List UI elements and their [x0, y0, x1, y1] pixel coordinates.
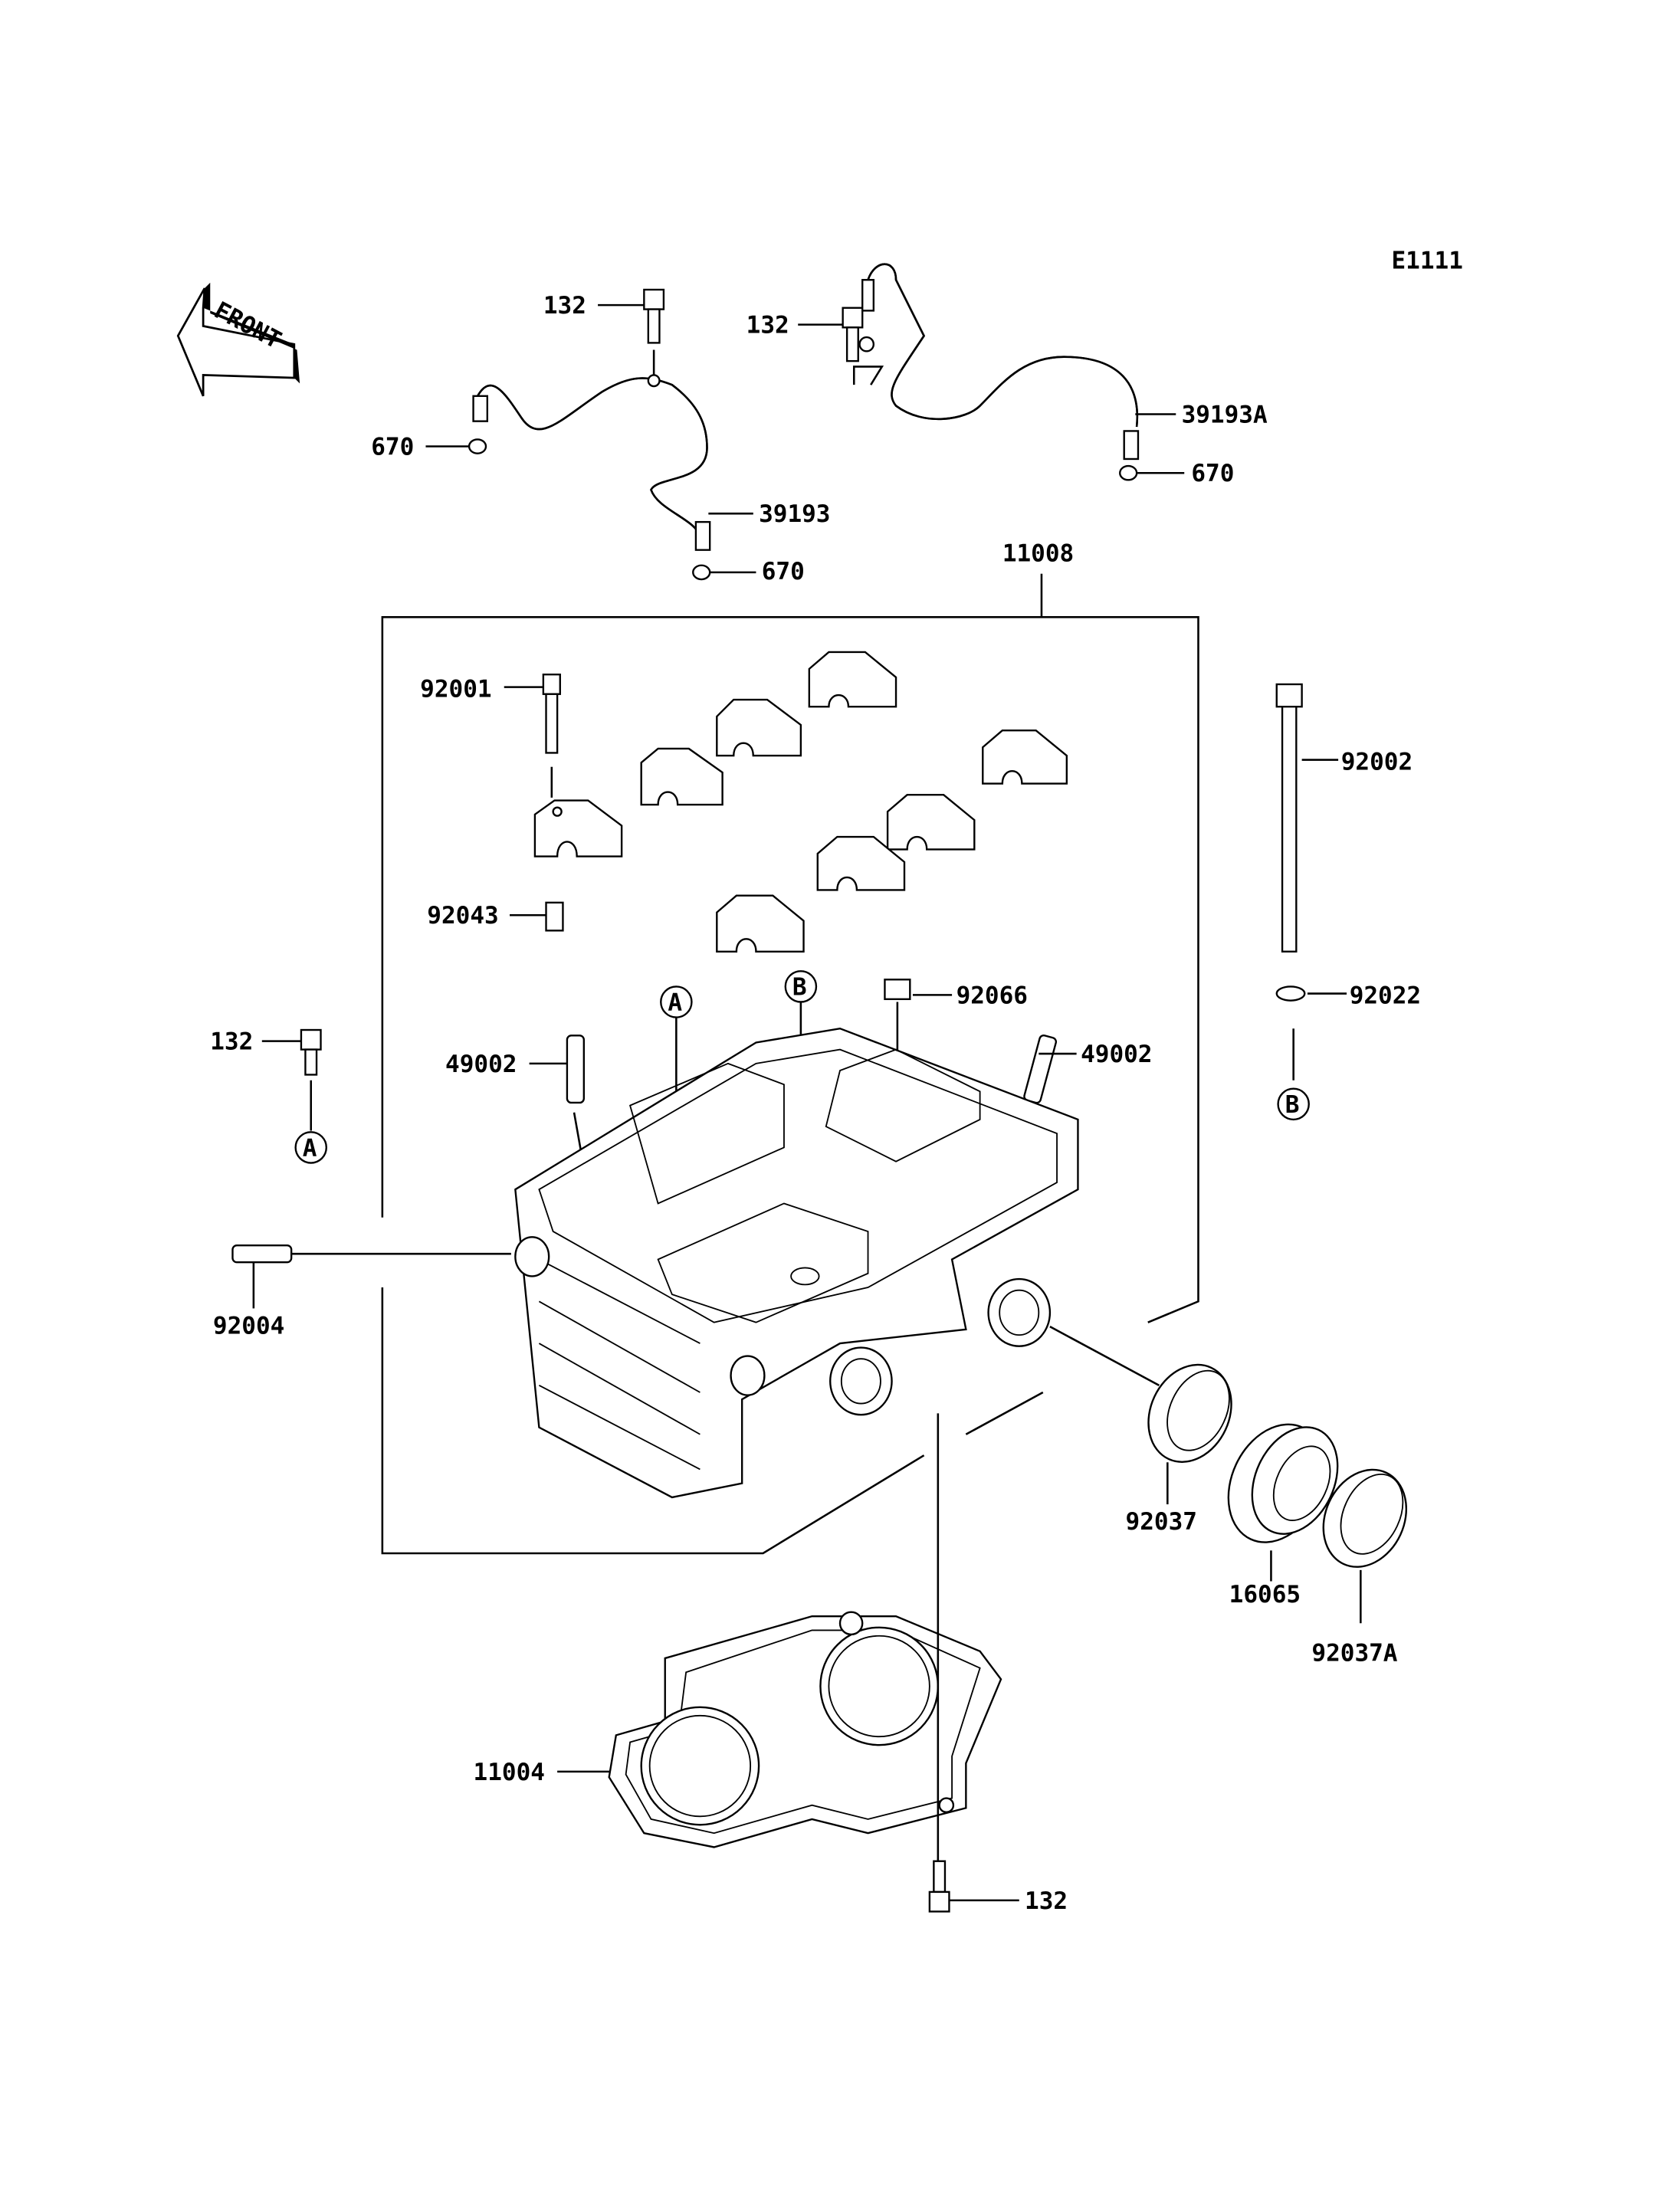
bolt-icon	[933, 1860, 947, 1894]
holder-icon	[1227, 1423, 1339, 1543]
clamp-a-icon	[1322, 1468, 1408, 1568]
long-bolt-icon	[1275, 683, 1303, 708]
bolt-icon	[542, 674, 561, 695]
pipe-fitting-icon	[694, 520, 711, 551]
callout-11004: 11004	[474, 1759, 545, 1786]
callout-11008: 11008	[1002, 539, 1074, 567]
assembly-box: 11008	[381, 539, 1199, 1555]
callout-92004: 92004	[213, 1312, 284, 1340]
cam-cap-icon	[808, 651, 897, 708]
callout-92043: 92043	[427, 902, 498, 930]
cam-cap-icon	[982, 730, 1068, 785]
pipe-fitting-icon	[1123, 430, 1140, 461]
marker-b-label: B	[792, 973, 807, 1001]
cylinder-head	[514, 1027, 1079, 1499]
callout-92037: 92037	[1126, 1508, 1197, 1536]
cam-cap-icon	[640, 747, 724, 806]
o-ring-icon	[468, 438, 487, 454]
oil-pipe-left-group: 132 670 39193 670	[371, 288, 831, 585]
o-ring-icon	[692, 564, 711, 581]
callout-132-left: 132	[210, 1028, 253, 1056]
cam-cap-icon	[716, 894, 805, 953]
callout-670: 670	[371, 433, 414, 461]
o-ring-icon	[858, 336, 875, 353]
callout-92002: 92002	[1341, 748, 1413, 776]
callout-132-bottom: 132	[1025, 1887, 1068, 1915]
callout-670-right: 670	[1191, 460, 1234, 487]
clamp-icon	[1147, 1363, 1232, 1463]
callout-132: 132	[543, 292, 586, 320]
pipe-fitting-icon	[472, 395, 489, 422]
cam-cap-icon	[816, 835, 906, 891]
diagram-code: E1111	[1391, 248, 1462, 275]
callout-92022: 92022	[1350, 982, 1421, 1009]
cam-cap-icon	[886, 794, 976, 851]
bolt-icon	[300, 1028, 322, 1051]
callout-49002-right: 49002	[1081, 1041, 1152, 1068]
head-gasket	[608, 1611, 1002, 1848]
cap-plug-icon	[884, 979, 911, 1001]
bolt-icon	[842, 307, 864, 329]
callout-49002-left: 49002	[445, 1051, 517, 1078]
callout-39193: 39193	[759, 500, 830, 528]
marker-a-label: A	[668, 989, 682, 1016]
callout-92066: 92066	[956, 982, 1028, 1009]
callout-132-right: 132	[746, 312, 789, 339]
camshaft-caps	[533, 651, 1068, 953]
reference-marker-a-left	[294, 1131, 328, 1164]
oil-pipe-right-group: 132 39193A 670	[746, 263, 1268, 487]
callout-670-middle: 670	[762, 558, 805, 585]
stud-icon	[231, 1244, 293, 1264]
cam-cap-icon	[533, 799, 623, 857]
o-ring-icon	[1119, 464, 1138, 481]
reference-marker-b-right	[1277, 1087, 1310, 1121]
plug-icon	[566, 1035, 586, 1104]
callout-92001: 92001	[420, 675, 491, 703]
callout-92037a: 92037A	[1311, 1640, 1397, 1667]
plug-icon	[1023, 1035, 1058, 1104]
dowel-pin-icon	[545, 901, 564, 932]
pipe-fitting-icon	[861, 279, 875, 312]
callout-39193a: 39193A	[1182, 401, 1268, 428]
cam-cap-icon	[716, 698, 802, 757]
marker-b-right-label: B	[1285, 1091, 1300, 1119]
bolt-icon	[643, 288, 665, 344]
callout-16065: 16065	[1229, 1581, 1301, 1608]
marker-a-left-label: A	[303, 1134, 317, 1162]
front-arrow-icon: FRONT	[176, 282, 300, 397]
washer-icon	[1275, 985, 1306, 1002]
